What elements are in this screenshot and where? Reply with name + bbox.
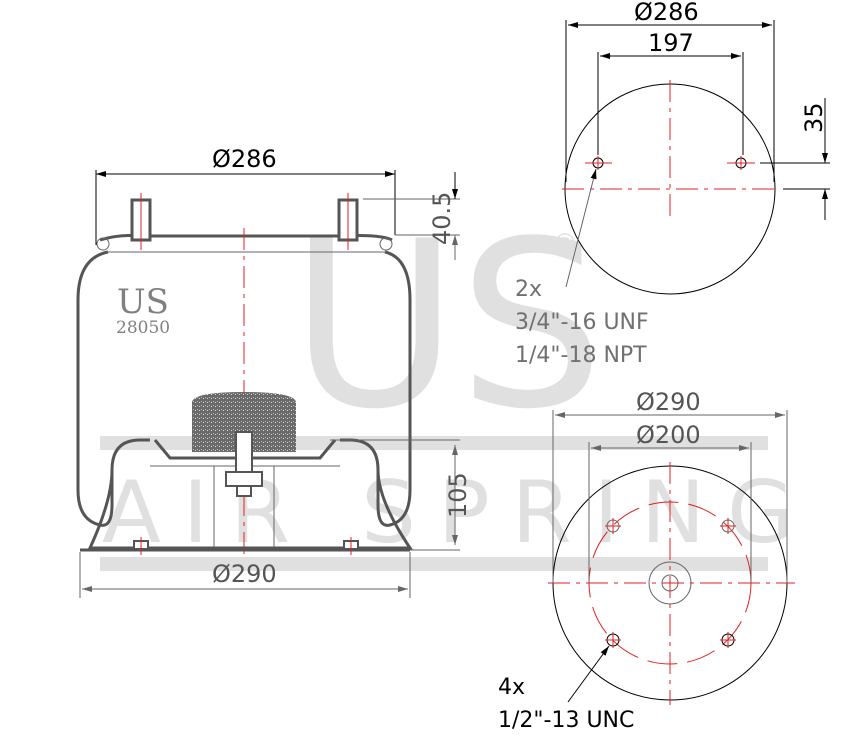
watermark-registered-mark: ® [552, 229, 578, 259]
bottom-callout-quantity: 4x [498, 675, 525, 700]
side-view: Ø286 40.5 [76, 145, 472, 598]
bolt-holes [605, 518, 736, 648]
top-callout-thread-1: 3/4"-16 UNF [515, 310, 649, 335]
bottom-outer-diameter-label: Ø290 [636, 388, 701, 416]
watermark: US ® AIR SPRING [100, 193, 816, 571]
logo-part-number: 28050 [116, 318, 170, 338]
center-bolt [235, 431, 253, 473]
side-bottom-diameter-label: Ø290 [212, 560, 277, 588]
watermark-bottom-bar [100, 557, 768, 571]
top-stud-spacing-label: 197 [648, 29, 694, 57]
top-outer-diameter-label: Ø286 [634, 0, 699, 26]
side-piston-height-label: 105 [444, 472, 472, 518]
side-stud-height-label: 40.5 [428, 192, 456, 245]
bottom-callout-thread: 1/2"-13 UNC [498, 708, 634, 733]
watermark-air-spring: AIR SPRING [102, 463, 816, 563]
logo-brand: US [117, 282, 169, 322]
top-callout-thread-2: 1/4"-18 NPT [515, 343, 647, 368]
bottom-bolt-circle-label: Ø200 [636, 421, 701, 449]
bumper [192, 392, 296, 452]
side-top-diameter-label: Ø286 [212, 145, 277, 173]
center-nut [225, 471, 263, 487]
top-view: Ø286 197 35 2x 3/4"-16 UNF 1/4"-18 NPT [515, 0, 830, 368]
top-callout-quantity: 2x [515, 277, 542, 302]
top-stud-offset-label: 35 [800, 102, 828, 133]
bottom-view: Ø290 Ø200 4x 1/2"-13 UNC [498, 388, 795, 733]
